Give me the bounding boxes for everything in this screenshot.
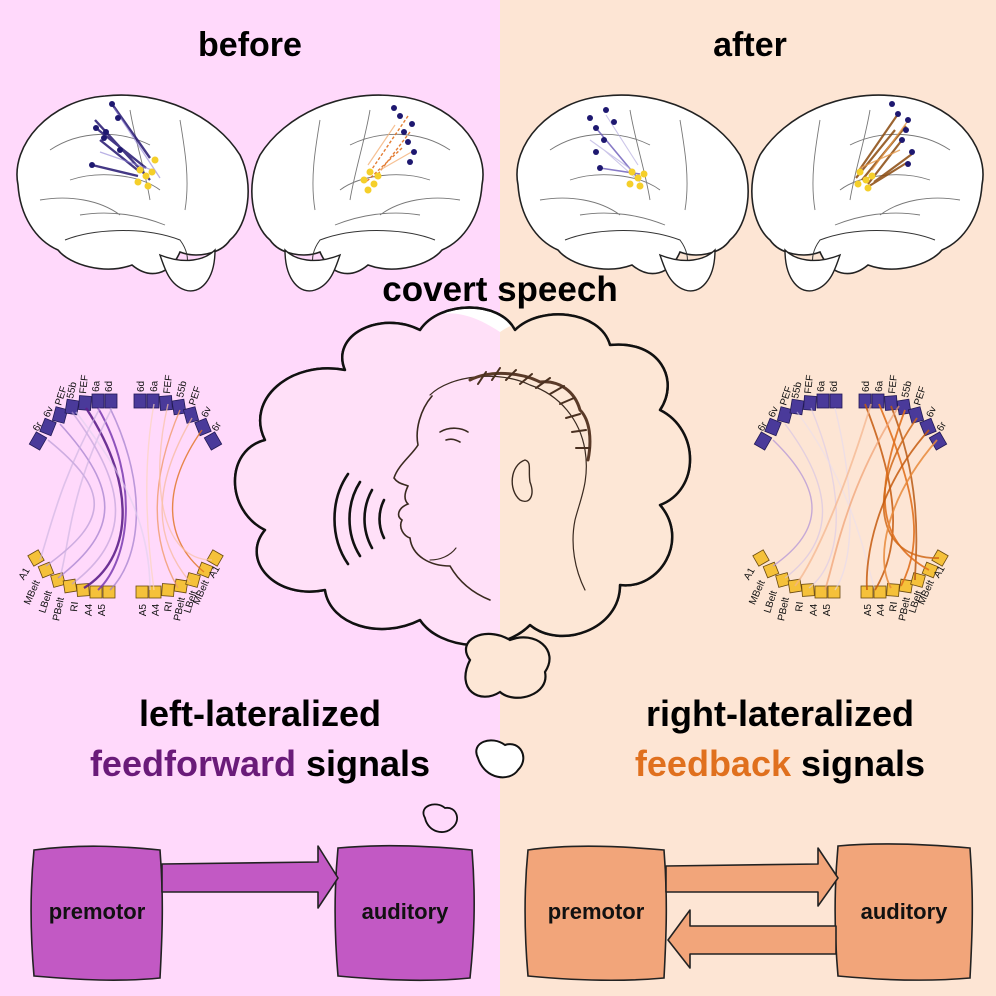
- chord-premotor-nodes-right: [858, 393, 948, 451]
- feedback-flow-diagram: [524, 843, 974, 981]
- right-caption-line2: feedback signals: [560, 743, 996, 785]
- head-profile-icon: [393, 367, 592, 601]
- region-label: A4: [809, 603, 820, 616]
- chord-labels-auditory-right: A5 A4 RI PBelt LBelt MBelt A1: [138, 564, 223, 622]
- region-label: A5: [822, 604, 833, 617]
- chord-diagram-before: 6r 6v PEF 55b FEF 6a 6d 6d 6a FEF 55b PE…: [17, 374, 224, 622]
- region-label: A5: [97, 604, 108, 617]
- region-label: PEF: [187, 385, 203, 407]
- arrow-icon: [665, 847, 839, 907]
- region-label: 6d: [829, 381, 840, 392]
- feedforward-flow-diagram: [30, 845, 475, 981]
- brain-before-right: [251, 94, 484, 292]
- region-label: FEF: [78, 374, 91, 394]
- region-label: 6r: [935, 420, 949, 434]
- chord-ribbons-feedback: [794, 403, 940, 591]
- thought-cloud-icon: [233, 306, 692, 833]
- chord-premotor-nodes-left: [28, 393, 118, 451]
- chord-auditory-nodes-right: [135, 549, 224, 599]
- chord-ribbons-feedforward: [772, 407, 876, 591]
- before-title: before: [198, 26, 302, 64]
- chord-ribbons-feedforward: [39, 407, 151, 591]
- region-label: A4: [876, 603, 887, 616]
- brain-before-left: [16, 94, 249, 292]
- after-title: after: [713, 26, 787, 64]
- region-label: RI: [69, 601, 81, 612]
- region-label: A4: [84, 603, 95, 616]
- left-caption-line2: feedforward signals: [40, 743, 480, 785]
- region-label: 6d: [861, 381, 872, 392]
- arrow-icon: [667, 909, 837, 969]
- chord-premotor-nodes-left: [753, 393, 843, 451]
- region-label: 6v: [42, 405, 56, 419]
- feedforward-label: feedforward: [89, 743, 296, 784]
- region-label: 6a: [874, 380, 885, 392]
- region-label: PEF: [912, 385, 928, 407]
- auditory-label-right: auditory: [860, 899, 948, 924]
- premotor-label-right: premotor: [547, 899, 645, 924]
- region-label: 6a: [91, 380, 102, 392]
- region-label: A4: [151, 603, 162, 616]
- region-label: A1: [17, 566, 33, 582]
- signals-label: signals: [295, 743, 431, 784]
- region-label: PBelt: [172, 596, 188, 622]
- chord-diagram-after: 6r 6v PEF 55b FEF 6a 6d 6d 6a FEF 55b PE…: [742, 374, 949, 622]
- region-label: PBelt: [897, 596, 913, 622]
- auditory-label-left: auditory: [361, 899, 449, 924]
- right-caption-line1: right-lateralized: [645, 693, 915, 734]
- brain-after-left: [516, 94, 749, 292]
- region-label: 6v: [767, 405, 781, 419]
- region-label: RI: [888, 601, 900, 612]
- covert-speech-title: covert speech: [382, 270, 618, 309]
- brain-after-right: [751, 94, 984, 292]
- sound-waves-icon: [333, 472, 386, 566]
- region-label: 6a: [816, 380, 827, 392]
- region-label: 6r: [210, 420, 224, 434]
- region-label: 55b: [175, 380, 189, 399]
- region-label: 6a: [149, 380, 160, 392]
- chord-auditory-nodes-right: [860, 549, 949, 599]
- left-caption-line1: left-lateralized: [138, 693, 382, 734]
- region-label: PBelt: [776, 596, 792, 622]
- chord-ribbons-feedback: [146, 403, 213, 591]
- region-label: 6d: [104, 381, 115, 392]
- premotor-label-left: premotor: [48, 899, 146, 924]
- region-label: FEF: [162, 374, 175, 394]
- region-label: FEF: [887, 374, 900, 394]
- chord-premotor-nodes-right: [133, 393, 223, 451]
- feedback-label: feedback: [634, 743, 791, 784]
- arrow-icon: [161, 845, 339, 909]
- signals-label: signals: [791, 743, 926, 784]
- premotor-box-left: [30, 845, 164, 981]
- chord-labels-premotor-right: 6d 6a FEF 55b PEF 6v 6r: [861, 374, 949, 433]
- region-label: 6d: [136, 381, 147, 392]
- chord-auditory-nodes-left: [752, 549, 841, 599]
- region-label: A5: [863, 604, 874, 617]
- region-label: PBelt: [51, 596, 67, 622]
- region-label: A1: [207, 564, 223, 580]
- region-label: A5: [138, 604, 149, 617]
- region-label: RI: [794, 601, 806, 612]
- region-label: A1: [742, 566, 758, 582]
- region-label: A1: [932, 564, 948, 580]
- region-label: 55b: [65, 381, 79, 400]
- region-label: 55b: [790, 381, 804, 400]
- premotor-box-right: [524, 845, 668, 981]
- region-label: 6v: [925, 405, 939, 419]
- region-label: 55b: [900, 380, 914, 399]
- region-label: RI: [163, 601, 175, 612]
- region-label: 6v: [200, 405, 214, 419]
- region-label: FEF: [803, 374, 816, 394]
- auditory-box-left: [334, 845, 475, 981]
